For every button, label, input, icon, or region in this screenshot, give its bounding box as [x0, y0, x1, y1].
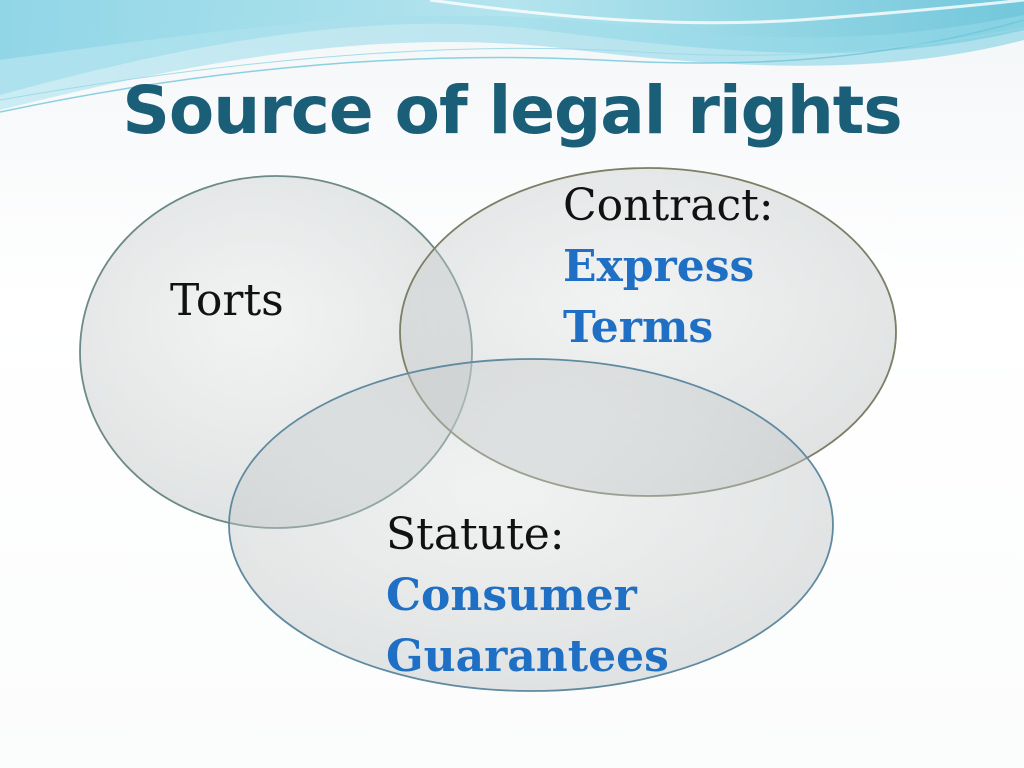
wave-line-2: [0, 27, 1024, 101]
wave-band-top: [0, 0, 1024, 95]
contract-label-group: Contract: Express Terms: [563, 175, 774, 358]
wave-line-1: [0, 19, 1024, 113]
wave-white-streak: [429, 0, 1024, 25]
slide-title: Source of legal rights: [122, 72, 902, 149]
contract-sublabel-line2: Terms: [563, 302, 714, 353]
contract-sublabel-line1: Express: [563, 241, 755, 292]
statute-label-group: Statute: Consumer Guarantees: [386, 504, 669, 687]
contract-label: Contract:: [563, 180, 774, 231]
wave-band-light: [0, 15, 1024, 110]
torts-label: Torts: [170, 275, 284, 326]
statute-label: Statute:: [386, 509, 565, 560]
statute-sublabel-line2: Guarantees: [386, 631, 669, 682]
statute-sublabel-line1: Consumer: [386, 570, 637, 621]
header-wave-decoration: [0, 0, 1024, 113]
statute-circle: [228, 358, 834, 692]
